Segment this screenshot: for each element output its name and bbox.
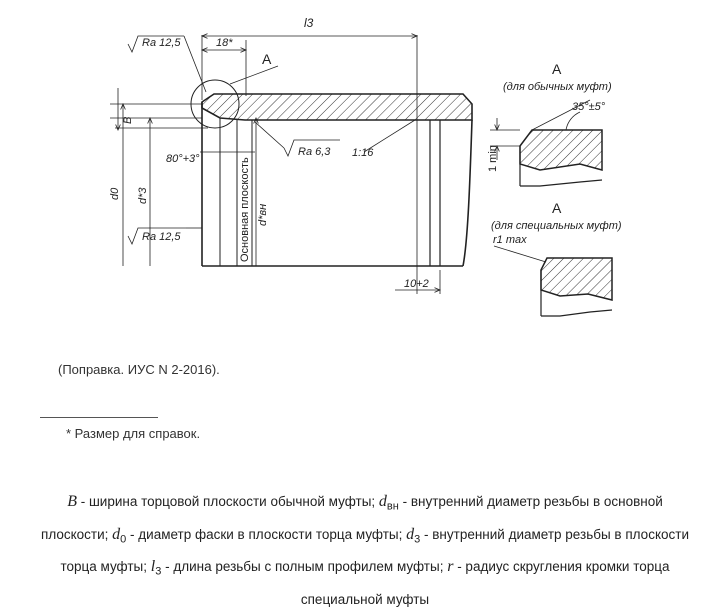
detail-special-title: A — [552, 200, 562, 216]
ra-top-label: Ra 12,5 — [142, 37, 181, 49]
dvn-label: d*вн — [257, 204, 269, 226]
legend-d0-text: - диаметр фаски в плоскости торца муфты; — [126, 526, 407, 542]
amendment-note: (Поправка. ИУС N 2-2016). — [58, 362, 220, 377]
legend-l3-sub: 3 — [155, 566, 162, 579]
legend-d3-text: - внутренний диаметр резьбы в плоскости … — [60, 526, 689, 575]
detail-regular-title: A — [552, 61, 562, 77]
angle-label: 80°+3° — [166, 153, 200, 165]
legend-d0-sub: 0 — [120, 533, 127, 546]
l3-label: l3 — [304, 16, 314, 30]
legend-d0-symbol: d — [112, 525, 121, 543]
main-view — [110, 35, 473, 294]
detail-regular-min: 1 min — [487, 145, 499, 172]
taper-label: 1:16 — [352, 147, 374, 159]
footnote-divider — [40, 417, 158, 418]
d0-label: d0 — [109, 187, 121, 200]
detail-regular-labels: A (для обычных муфт) 35°±5° 1 min — [487, 61, 612, 172]
footnote: * Размер для справок. — [66, 426, 201, 441]
B-label: B — [122, 117, 134, 124]
detail-special-subtitle: (для специальных муфт) — [491, 220, 622, 232]
legend-dvn-sub: вн — [386, 500, 399, 513]
plane-label: Основная плоскость — [239, 157, 251, 262]
detail-regular-angle: 35°±5° — [572, 101, 606, 113]
detail-regular-subtitle: (для обычных муфт) — [503, 81, 612, 93]
legend-r-text: - радиус скругления кромки торца специал… — [300, 559, 670, 608]
ra-bottom-label: Ra 12,5 — [142, 231, 181, 243]
legend-d3-sub: 3 — [414, 533, 421, 546]
ra-mid-label: Ra 6,3 — [298, 146, 331, 158]
legend-r-symbol: r — [447, 558, 454, 576]
detail-special-labels: A (для специальных муфт) r1 max — [491, 200, 622, 246]
detail-special — [493, 245, 613, 317]
main-view-labels: l3 18* A Ra 12,5 Ra 6,3 Ra 12,5 1:16 80°… — [109, 16, 429, 290]
dim-10-label: 10+2 — [404, 278, 429, 290]
legend-B-text: - ширина торцовой плоскости обычной муфт… — [76, 494, 379, 509]
symbol-legend: B - ширина торцовой плоскости обычной му… — [40, 488, 690, 613]
detail-special-radius: r1 max — [493, 234, 527, 246]
dim-18-label: 18* — [216, 37, 233, 49]
label-A: A — [262, 51, 272, 67]
detail-regular — [490, 99, 603, 187]
technical-drawing: l3 18* A Ra 12,5 Ra 6,3 Ra 12,5 1:16 80°… — [109, 16, 622, 317]
legend-l3-symbol: l — [150, 558, 156, 576]
legend-B-symbol: B — [67, 493, 77, 510]
legend-dvn-text: - внутренний диаметр резьбы в основной п… — [41, 494, 663, 542]
legend-dvn-symbol: d — [378, 493, 387, 510]
legend-d3-symbol: d — [406, 525, 415, 543]
d3-label: d*3 — [137, 187, 149, 204]
legend-l3-text: - длина резьбы с полным профилем муфты; — [161, 559, 448, 575]
